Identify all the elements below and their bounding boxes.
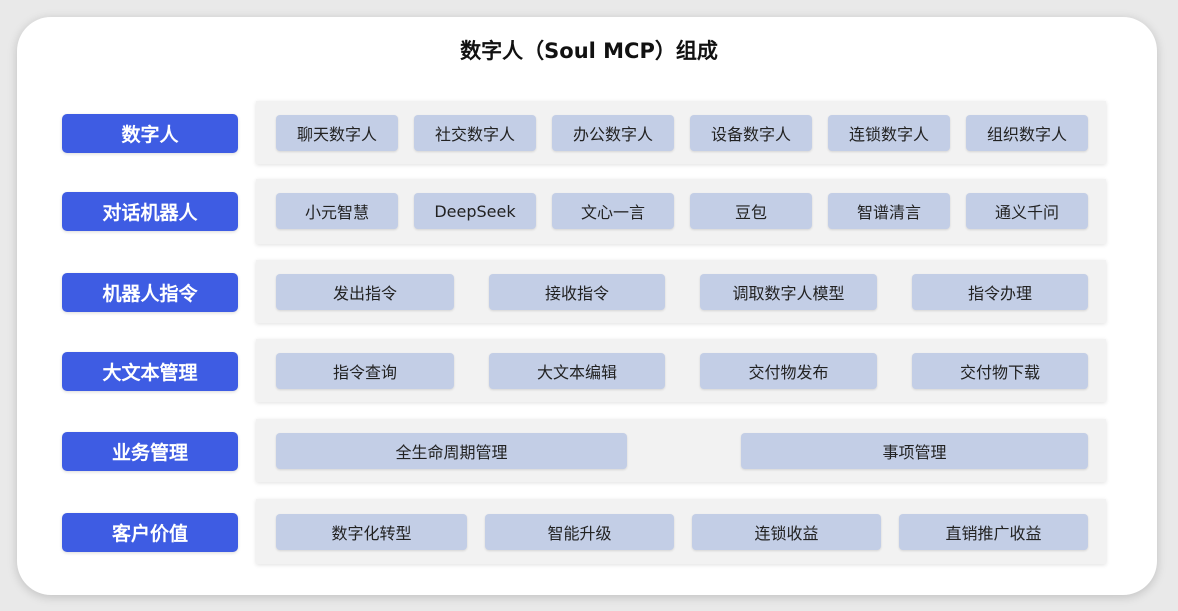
- row-label-business-management: 业务管理: [62, 432, 238, 471]
- diagram-title: 数字人（Soul MCP）组成: [460, 39, 718, 63]
- item-org-digital-human: 组织数字人: [966, 115, 1088, 151]
- item-office-digital-human: 办公数字人: [552, 115, 674, 151]
- item-direct-sales-revenue: 直销推广收益: [899, 514, 1088, 550]
- row-label-chatbot: 对话机器人: [62, 192, 238, 231]
- item-lifecycle-management: 全生命周期管理: [276, 433, 627, 469]
- item-digital-transformation: 数字化转型: [276, 514, 467, 550]
- item-handle-command: 指令办理: [912, 274, 1088, 310]
- item-device-digital-human: 设备数字人: [690, 115, 812, 151]
- item-wenxin: 文心一言: [552, 193, 674, 229]
- item-doubao: 豆包: [690, 193, 812, 229]
- item-tongyi: 通义千问: [966, 193, 1088, 229]
- item-matter-management: 事项管理: [741, 433, 1088, 469]
- item-zhipu: 智谱清言: [828, 193, 950, 229]
- row-label-customer-value: 客户价值: [62, 513, 238, 552]
- item-smart-upgrade: 智能升级: [485, 514, 674, 550]
- item-send-command: 发出指令: [276, 274, 454, 310]
- item-chain-digital-human: 连锁数字人: [828, 115, 950, 151]
- item-deepseek: DeepSeek: [414, 193, 536, 229]
- item-deliverable-download: 交付物下载: [912, 353, 1088, 389]
- item-command-query: 指令查询: [276, 353, 454, 389]
- item-text-edit: 大文本编辑: [489, 353, 665, 389]
- item-deliverable-publish: 交付物发布: [700, 353, 877, 389]
- item-chat-digital-human: 聊天数字人: [276, 115, 398, 151]
- item-fetch-model: 调取数字人模型: [700, 274, 877, 310]
- item-chain-revenue: 连锁收益: [692, 514, 881, 550]
- item-xiaoyuan: 小元智慧: [276, 193, 398, 229]
- row-label-robot-command: 机器人指令: [62, 273, 238, 312]
- item-social-digital-human: 社交数字人: [414, 115, 536, 151]
- row-label-digital-human: 数字人: [62, 114, 238, 153]
- item-receive-command: 接收指令: [489, 274, 665, 310]
- row-label-text-management: 大文本管理: [62, 352, 238, 391]
